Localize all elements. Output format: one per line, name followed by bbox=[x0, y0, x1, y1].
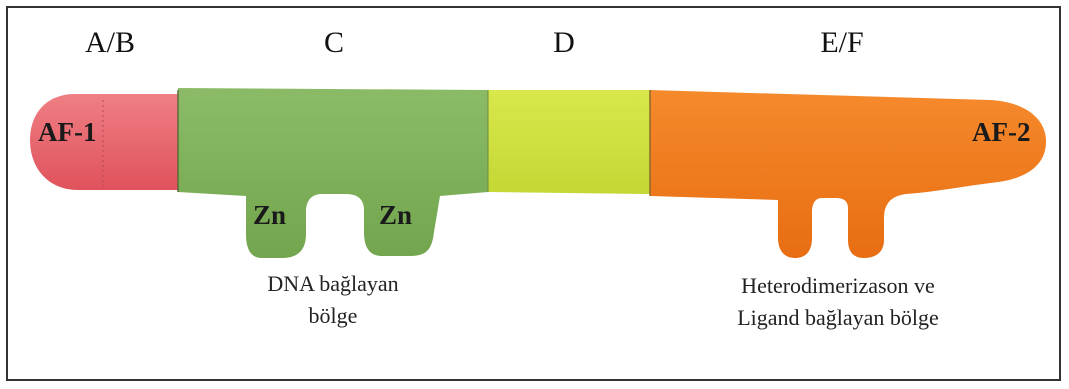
zn-right-label: Zn bbox=[379, 200, 412, 230]
ligand-binding-caption: Heterodimerizason ve Ligand bağlayan böl… bbox=[737, 270, 939, 334]
domain-c-segment bbox=[178, 88, 488, 258]
domain-d-segment bbox=[488, 90, 650, 194]
zn-left-label: Zn bbox=[253, 200, 286, 230]
ligand-binding-caption-line2: Ligand bağlayan bölge bbox=[737, 302, 939, 334]
dna-binding-caption-line1: DNA bağlayan bbox=[267, 268, 398, 300]
dna-binding-caption-line2: bölge bbox=[267, 300, 398, 332]
af1-label: AF-1 bbox=[38, 117, 96, 147]
ligand-binding-caption-line1: Heterodimerizason ve bbox=[737, 270, 939, 302]
domain-ef-segment bbox=[650, 90, 1046, 258]
af2-label: AF-2 bbox=[972, 117, 1030, 147]
dna-binding-caption: DNA bağlayan bölge bbox=[267, 268, 398, 332]
